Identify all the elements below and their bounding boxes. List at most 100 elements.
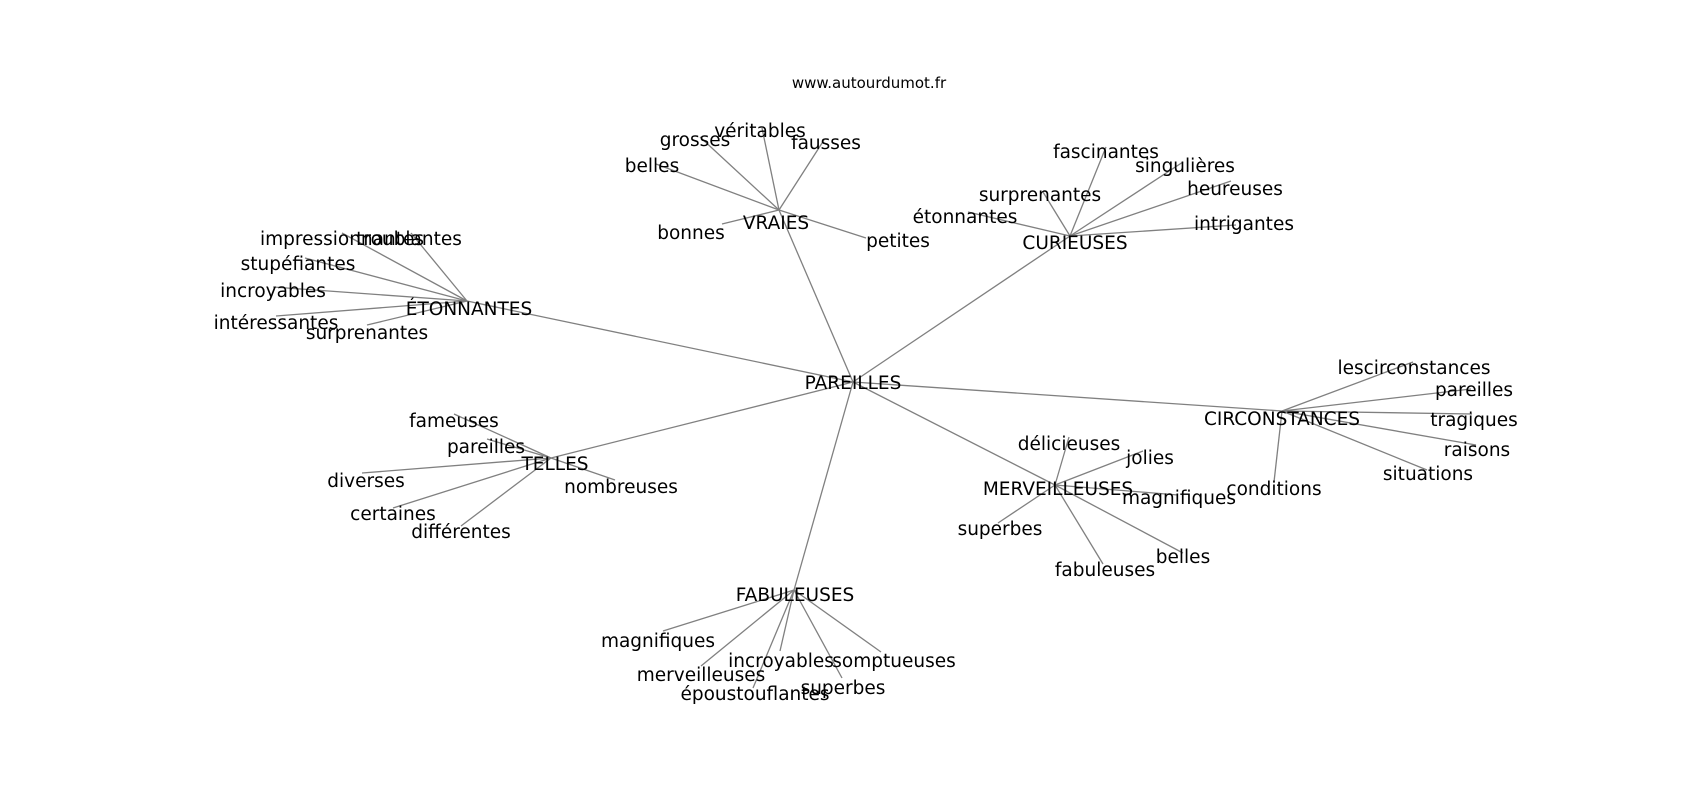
leaf-node[interactable]: bonnes — [657, 223, 725, 244]
edge-hub-leaf — [1054, 450, 1144, 486]
leaf-node[interactable]: somptueuses — [832, 651, 955, 672]
edge-hub-leaf — [1281, 361, 1414, 412]
leaf-node[interactable]: pareilles — [1435, 380, 1513, 401]
edge-center-hub — [852, 381, 1283, 412]
edge-hub-leaf — [486, 438, 552, 459]
edge-center-hub — [778, 209, 854, 383]
edge-hub-leaf — [392, 457, 552, 509]
edge-hub-leaf — [453, 413, 552, 459]
leaf-node[interactable]: superbes — [801, 678, 886, 699]
leaf-node[interactable]: heureuses — [1187, 179, 1283, 200]
leaf-node[interactable]: nombreuses — [564, 477, 678, 498]
leaf-node[interactable]: magnifiques — [601, 631, 715, 652]
leaf-node[interactable]: impressionnantes — [260, 229, 424, 250]
center-node[interactable]: PAREILLES — [805, 373, 902, 394]
leaf-node[interactable]: singulières — [1135, 156, 1235, 177]
leaf-node[interactable]: intrigantes — [1194, 214, 1294, 235]
edge-hub-leaf — [341, 232, 468, 302]
edge-hub-leaf — [1054, 484, 1179, 496]
leaf-node[interactable]: magnifiques — [1122, 488, 1236, 509]
leaf-node[interactable]: certaines — [350, 504, 436, 525]
edge-hub-leaf — [1281, 410, 1428, 471]
edge-hub-leaf — [721, 209, 780, 225]
leaf-node[interactable]: lescirconstances — [1337, 358, 1490, 379]
edge-center-hub — [793, 381, 854, 591]
edge-hub-leaf — [366, 300, 468, 326]
edge-hub-leaf — [662, 589, 795, 632]
edge-hub-leaf — [700, 589, 795, 667]
leaf-node[interactable]: troublantes — [356, 229, 462, 250]
leaf-node[interactable]: véritables — [714, 121, 806, 142]
leaf-node[interactable]: incroyables — [728, 651, 834, 672]
edge-center-hub — [550, 381, 854, 459]
edge-hub-leaf — [793, 589, 843, 679]
edge-hub-leaf — [967, 211, 1071, 237]
leaf-node[interactable]: époustouflantes — [680, 684, 829, 705]
edge-hub-leaf — [460, 457, 552, 527]
leaf-node[interactable]: belles — [1156, 547, 1210, 568]
leaf-node[interactable]: belles — [625, 156, 679, 177]
edge-hub-leaf — [1069, 161, 1184, 237]
edge-center-hub — [466, 300, 854, 383]
edge-hub-leaf — [761, 127, 780, 211]
edge-center-hub — [852, 235, 1071, 383]
edge-hub-leaf — [793, 589, 882, 653]
edge-hub-leaf — [1054, 436, 1070, 486]
edge-hub-leaf — [275, 300, 468, 317]
leaf-node[interactable]: fabuleuses — [1055, 560, 1155, 581]
leaf-node[interactable]: superbes — [958, 519, 1043, 540]
hub-node[interactable]: VRAIES — [743, 213, 809, 234]
edge-hub-leaf — [361, 457, 552, 474]
edge-hub-leaf — [699, 136, 780, 211]
hub-node[interactable]: ÉTONNANTES — [406, 298, 532, 320]
leaf-node[interactable]: raisons — [1444, 440, 1510, 461]
site-url[interactable]: www.autourdumot.fr — [792, 74, 947, 92]
leaf-node[interactable]: étonnantes — [913, 207, 1018, 228]
leaf-node[interactable]: stupéfiantes — [241, 254, 356, 275]
edge-hub-leaf — [1069, 146, 1107, 237]
edge-hub-leaf — [1273, 410, 1283, 483]
leaf-node[interactable]: merveilleuses — [637, 665, 766, 686]
leaf-node[interactable]: incroyables — [220, 281, 326, 302]
leaf-node[interactable]: situations — [1383, 464, 1473, 485]
leaf-node[interactable]: délicieuses — [1018, 434, 1120, 455]
hub-node[interactable]: MERVEILLEUSES — [983, 479, 1133, 500]
edge-layer — [272, 127, 1477, 689]
leaf-node[interactable]: surprenantes — [306, 323, 428, 344]
edge-hub-leaf — [778, 209, 867, 239]
edge-hub-leaf — [1069, 180, 1232, 237]
leaf-node[interactable]: pareilles — [447, 437, 525, 458]
leaf-node[interactable]: conditions — [1226, 479, 1321, 500]
hub-node[interactable]: CIRCONSTANCES — [1204, 409, 1360, 430]
edge-hub-leaf — [1281, 410, 1473, 415]
leaf-node[interactable]: jolies — [1125, 448, 1174, 469]
leaf-node[interactable]: petites — [866, 231, 930, 252]
leaf-node[interactable]: tragiques — [1430, 410, 1518, 431]
leaf-node[interactable]: diverses — [327, 471, 404, 492]
edge-hub-leaf — [410, 232, 468, 302]
edge-hub-leaf — [752, 589, 795, 689]
hub-node[interactable]: TELLES — [520, 454, 588, 475]
hub-node[interactable]: FABULEUSES — [736, 585, 855, 606]
edge-hub-leaf — [304, 257, 468, 302]
leaf-node[interactable]: fausses — [791, 133, 861, 154]
edge-hub-leaf — [1281, 410, 1477, 446]
edge-hub-leaf — [779, 589, 795, 652]
edge-hub-leaf — [655, 163, 780, 211]
edge-hub-leaf — [1069, 224, 1237, 237]
edge-hub-leaf — [1054, 484, 1184, 554]
leaf-node[interactable]: surprenantes — [979, 185, 1101, 206]
leaf-node[interactable]: grosses — [660, 130, 731, 151]
edge-hub-leaf — [997, 484, 1056, 524]
leaf-node[interactable]: différentes — [411, 522, 511, 543]
leaf-node[interactable]: intéressantes — [214, 313, 339, 334]
leaf-node[interactable]: fameuses — [409, 411, 499, 432]
edge-hub-leaf — [272, 286, 468, 302]
edge-hub-leaf — [778, 139, 825, 211]
edge-hub-leaf — [1054, 484, 1104, 565]
hub-node[interactable]: CURIEUSES — [1022, 233, 1127, 254]
leaf-node[interactable]: fascinantes — [1053, 142, 1159, 163]
edge-hub-leaf — [1042, 191, 1071, 237]
